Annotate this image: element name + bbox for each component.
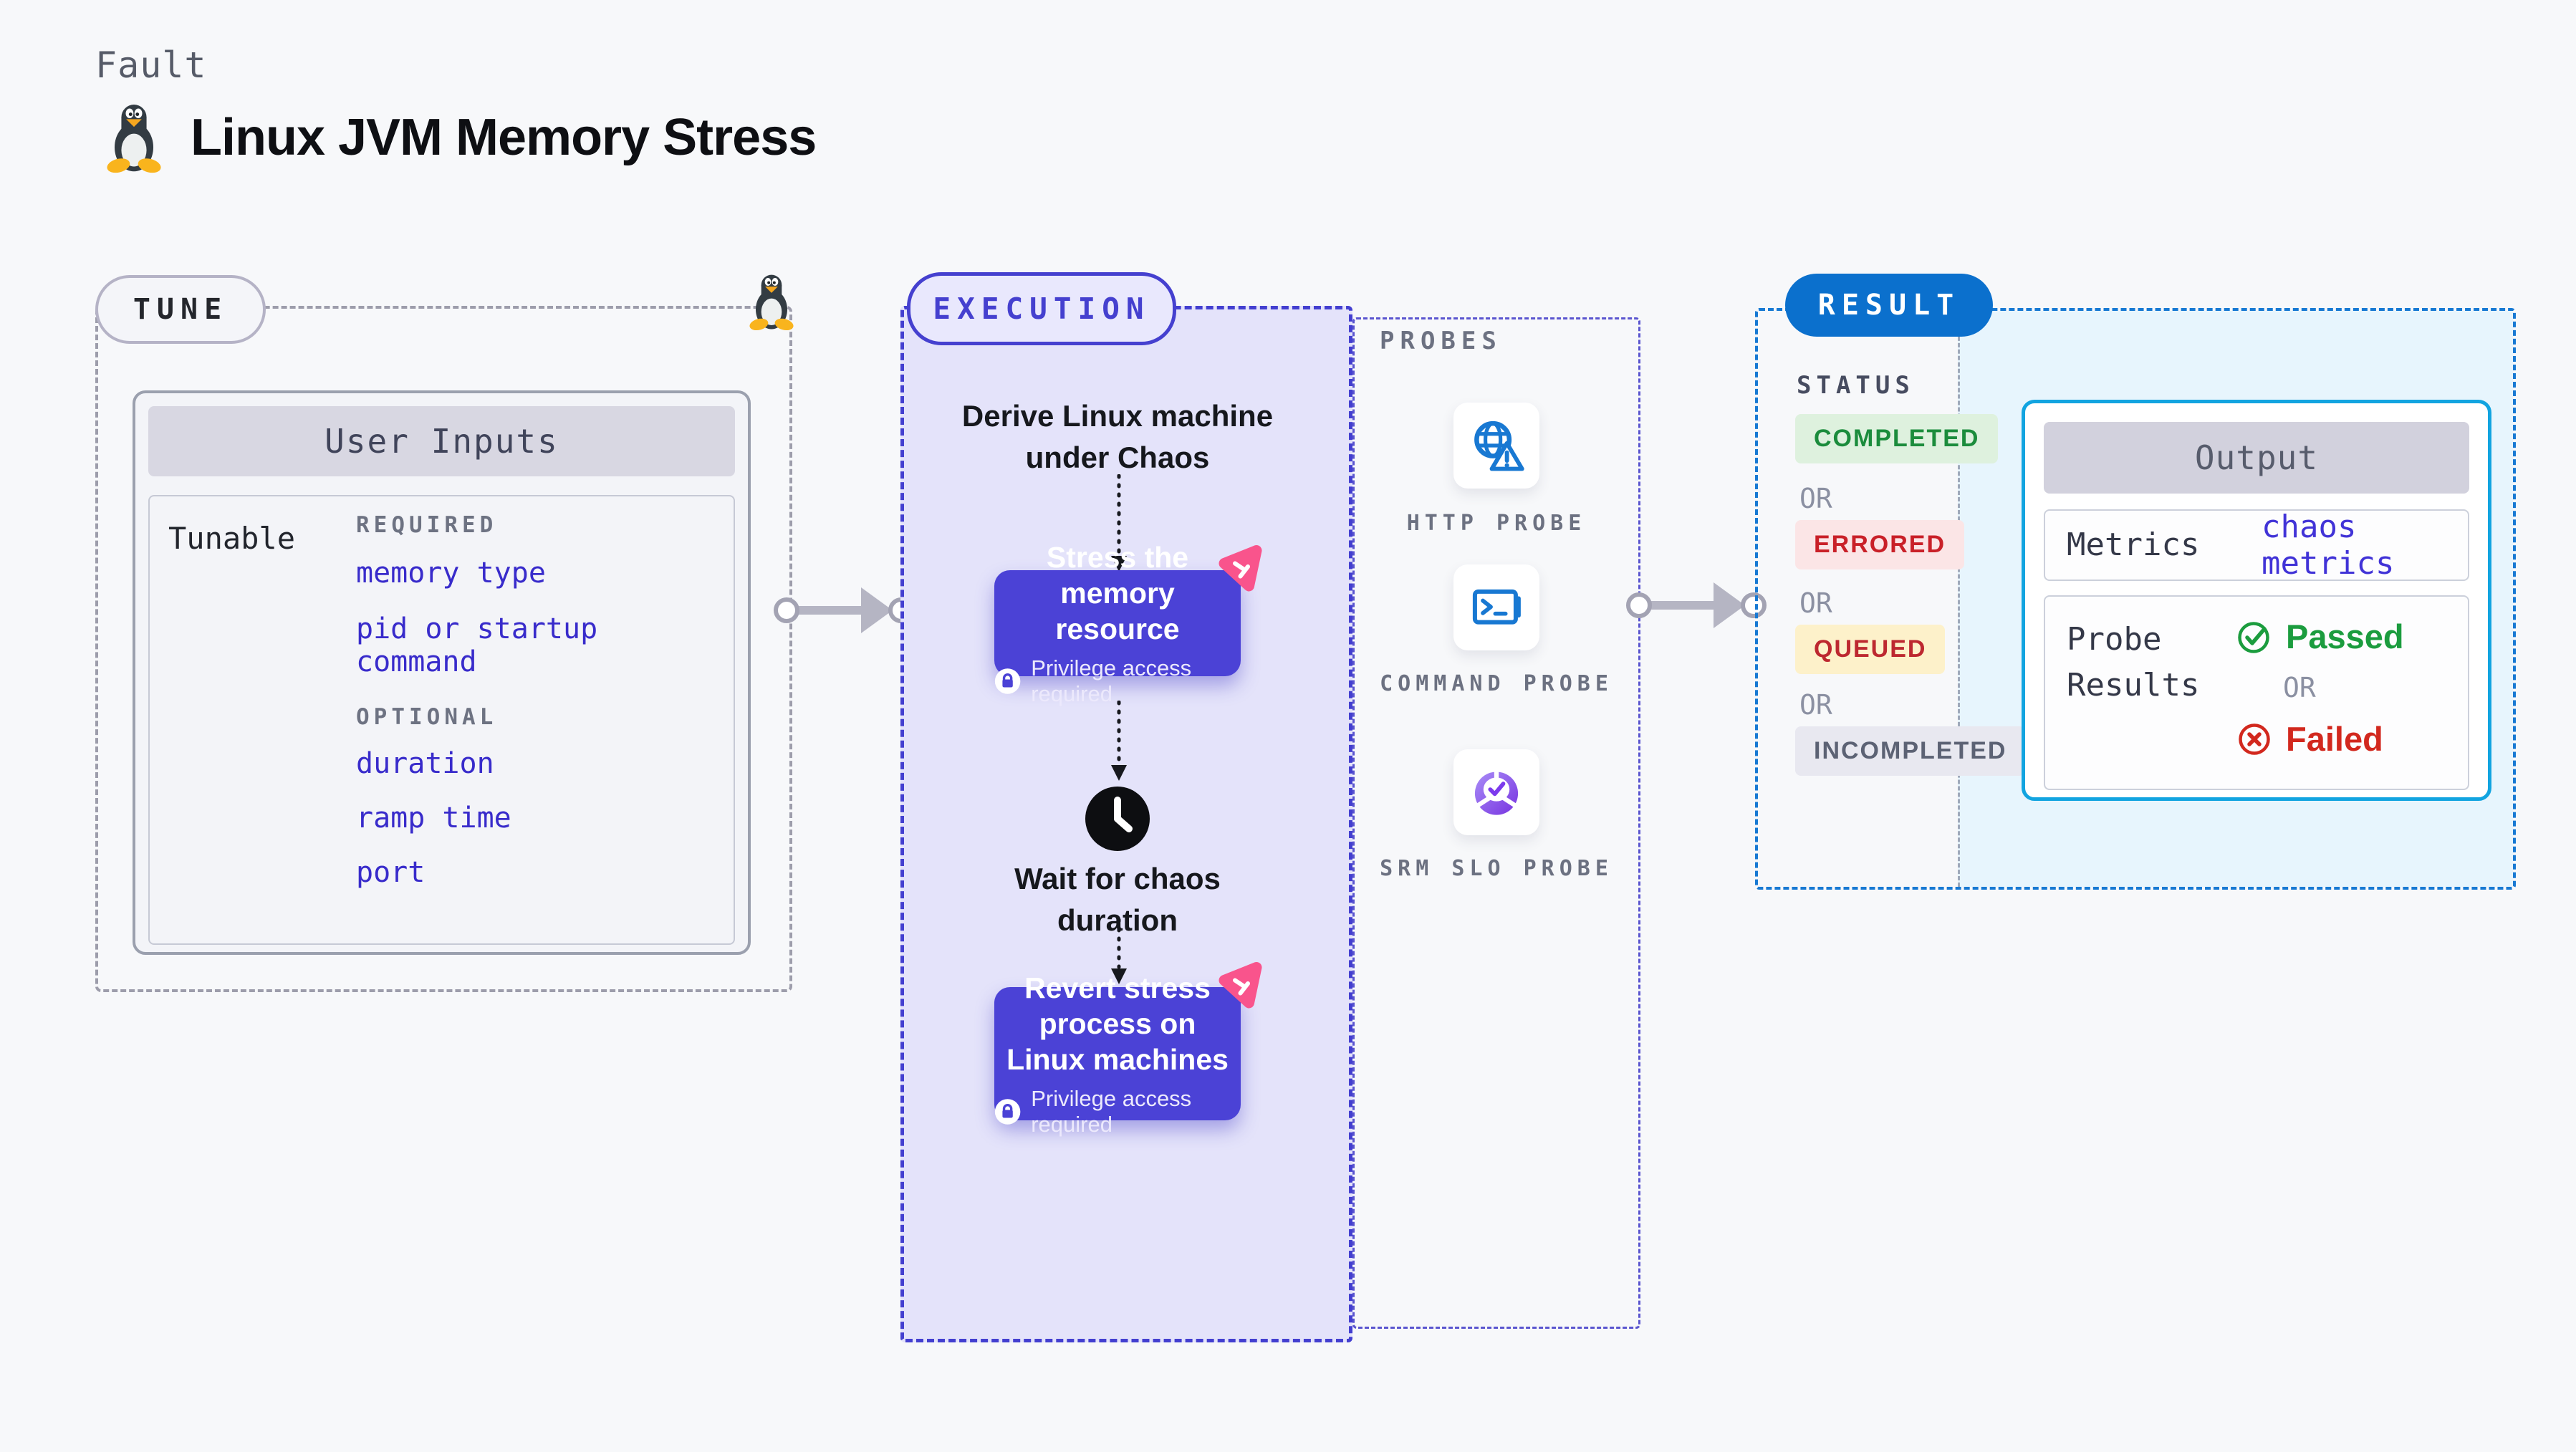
metrics-value: chaos metrics xyxy=(2262,509,2395,582)
execution-badge: EXECUTION xyxy=(907,272,1176,345)
slo-gauge-icon xyxy=(1474,770,1519,815)
probe-results-label: Probe Results xyxy=(2067,621,2200,703)
status-label: STATUS xyxy=(1797,371,1915,400)
chaos-step-icon xyxy=(1212,960,1267,1011)
tune-badge: TUNE xyxy=(95,275,266,344)
probes-to-result-arrow xyxy=(1623,572,1769,638)
or-separator: OR xyxy=(1799,587,1832,619)
output-card: Output Metrics chaos metrics Probe Resul… xyxy=(2022,400,2491,801)
wait-step-label: Wait for chaos duration xyxy=(1014,862,1221,937)
check-circle-icon xyxy=(2238,621,2269,653)
passed-line: Passed xyxy=(2236,617,2404,656)
tunable-params: REQUIRED memory type pid or startup comm… xyxy=(356,512,734,889)
optional-label: OPTIONAL xyxy=(356,704,498,730)
tune-section-box xyxy=(95,306,792,992)
lock-icon xyxy=(994,668,1021,694)
param-duration: duration xyxy=(356,747,494,780)
chaos-step-icon xyxy=(1212,543,1267,595)
required-label: REQUIRED xyxy=(356,512,498,538)
revert-stress-step: Revert stress process on Linux machines … xyxy=(994,971,1241,1137)
command-probe-label: COMMAND PROBE xyxy=(1380,671,1613,696)
terminal-icon xyxy=(1472,589,1521,625)
probes-section-box xyxy=(1352,317,1640,1329)
probe-results-row: Probe Results Passed OR Failed xyxy=(2044,595,2469,790)
title-row: Linux JVM Memory Stress xyxy=(105,102,817,173)
srm-slo-probe-label: SRM SLO PROBE xyxy=(1380,856,1613,881)
tux-corner-icon xyxy=(748,274,795,331)
user-inputs-card: User Inputs Tunable REQUIRED memory type… xyxy=(133,390,751,955)
revert-step-label: Revert stress process on Linux machines xyxy=(1006,971,1229,1077)
privilege-note: Privilege access required xyxy=(1031,1086,1192,1138)
privilege-note: Privilege access required xyxy=(1031,655,1192,707)
status-badge-completed: COMPLETED xyxy=(1795,414,1999,463)
output-header: Output xyxy=(2044,422,2469,494)
status-badge-errored: ERRORED xyxy=(1795,520,1965,569)
param-pid-or-startup-command: pid or startup command xyxy=(356,612,598,678)
x-circle-icon xyxy=(2239,723,2270,755)
probe-results-values: Passed OR Failed xyxy=(2236,617,2404,759)
probes-label: PROBES xyxy=(1380,327,1502,355)
metrics-row: Metrics chaos metrics xyxy=(2044,509,2469,582)
tux-linux-icon xyxy=(105,105,163,173)
flow-arrow-2 xyxy=(1111,701,1127,781)
http-probe-label: HTTP PROBE xyxy=(1406,511,1587,536)
stress-memory-step: Stress the memory resource Privilege acc… xyxy=(994,541,1241,706)
or-separator: OR xyxy=(2283,672,2316,703)
user-inputs-header: User Inputs xyxy=(148,406,735,476)
stress-step-label: Stress the memory resource xyxy=(1046,540,1189,646)
user-inputs-body: Tunable REQUIRED memory type pid or star… xyxy=(148,495,735,945)
status-badge-incompleted: INCOMPLETED xyxy=(1795,726,2026,776)
failed-label: Failed xyxy=(2286,720,2383,758)
wait-clock-icon xyxy=(1085,787,1150,851)
or-separator: OR xyxy=(1799,483,1832,514)
status-badge-queued: QUEUED xyxy=(1795,625,1946,674)
tunable-row-label: Tunable xyxy=(168,521,296,556)
derive-step-label: Derive Linux machine under Chaos xyxy=(961,399,1274,474)
result-badge: RESULT xyxy=(1785,274,1993,337)
passed-label: Passed xyxy=(2286,617,2404,655)
lock-icon xyxy=(994,1099,1021,1125)
command-probe-card xyxy=(1453,564,1539,650)
page-title: Linux JVM Memory Stress xyxy=(191,109,817,166)
srm-slo-probe-card xyxy=(1453,749,1539,835)
privilege-chip: Privilege access required xyxy=(994,1086,1241,1138)
param-port: port xyxy=(356,856,426,889)
http-probe-card xyxy=(1453,403,1539,489)
fault-eyebrow-label: Fault xyxy=(95,44,207,86)
param-memory-type: memory type xyxy=(356,557,546,590)
execution-section-box xyxy=(900,306,1352,1342)
metrics-label: Metrics xyxy=(2067,527,2200,564)
globe-warning-icon xyxy=(1474,420,1524,471)
param-ramp-time: ramp time xyxy=(356,802,511,835)
or-separator: OR xyxy=(1799,689,1832,721)
failed-line: Failed xyxy=(2236,719,2404,759)
flow-arrow-1 xyxy=(1111,474,1127,572)
tune-to-execution-arrow xyxy=(771,577,917,643)
flow-arrow-3 xyxy=(1111,918,1127,984)
privilege-chip: Privilege access required xyxy=(994,655,1241,707)
